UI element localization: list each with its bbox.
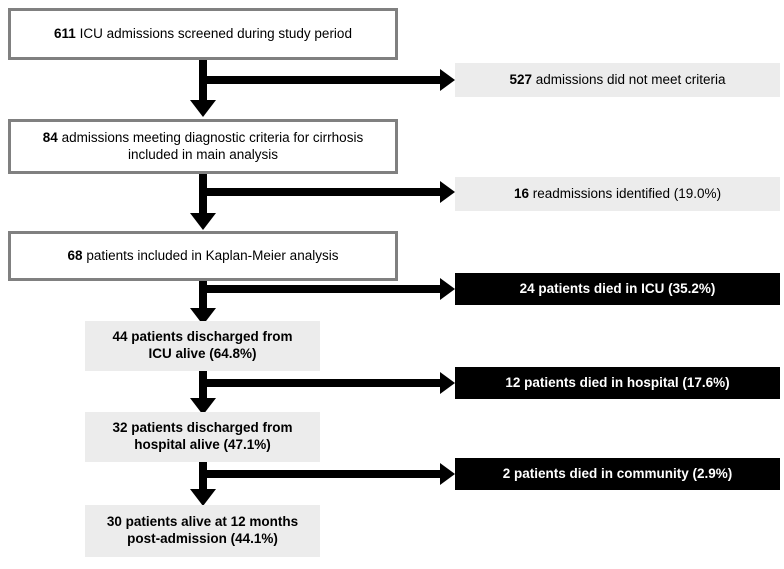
node-included-label: 84 admissions meeting diagnostic criteri… <box>35 130 371 164</box>
node-alive-12-months-line1: 30 patients alive at 12 months <box>106 514 299 530</box>
side-box-not-met-count: 527 <box>509 71 532 87</box>
connector-arrowhead-right-5 <box>440 463 455 485</box>
connector-stem-3 <box>199 281 207 313</box>
node-kaplan-meier-label: 68 patients included in Kaplan-Meier ana… <box>60 248 347 265</box>
node-screened-count: 611 <box>54 25 76 41</box>
node-included-line2: included in main analysis <box>127 146 279 162</box>
side-box-readmissions: 16 readmissions identified (19.0%) <box>455 177 780 211</box>
connector-stem-5 <box>199 462 207 494</box>
connector-arrowhead-down-2 <box>190 213 216 230</box>
node-icu-alive-label: 44 patients discharged from ICU alive (6… <box>104 329 300 363</box>
connector-arrowhead-right-1 <box>440 69 455 91</box>
node-hospital-alive-label: 32 patients discharged from hospital ali… <box>104 420 300 454</box>
node-screened-text: ICU admissions screened during study per… <box>75 25 352 41</box>
connector-arrowhead-right-4 <box>440 372 455 394</box>
side-box-died-hospital-label: 12 patients died in hospital (17.6%) <box>505 374 730 390</box>
side-box-died-icu: 24 patients died in ICU (35.2%) <box>455 273 780 305</box>
side-box-readmissions-text: readmissions identified (19.0%) <box>528 185 722 201</box>
node-icu-alive: 44 patients discharged from ICU alive (6… <box>85 321 320 371</box>
node-icu-alive-line1: 44 patients discharged from <box>112 329 293 345</box>
connector-arrowhead-down-3 <box>190 308 216 325</box>
node-icu-alive-line2: ICU alive (64.8%) <box>148 346 257 361</box>
side-box-readmissions-label: 16 readmissions identified (19.0%) <box>506 186 729 203</box>
side-box-died-community-label: 2 patients died in community (2.9%) <box>502 465 733 481</box>
node-screened-label: 611 ICU admissions screened during study… <box>46 26 360 43</box>
node-hospital-alive-line2: hospital alive (47.1%) <box>134 437 271 452</box>
node-alive-12-months-line2: post-admission (44.1%) <box>127 531 278 546</box>
connector-branch-5 <box>199 470 442 478</box>
node-included: 84 admissions meeting diagnostic criteri… <box>8 119 398 174</box>
side-box-readmissions-count: 16 <box>513 185 529 201</box>
node-kaplan-meier: 68 patients included in Kaplan-Meier ana… <box>8 231 398 281</box>
connector-branch-4 <box>199 379 442 387</box>
node-alive-12-months: 30 patients alive at 12 months post-admi… <box>85 505 320 557</box>
side-box-not-met-text: admissions did not meet criteria <box>531 71 726 87</box>
connector-arrowhead-right-3 <box>440 278 455 300</box>
side-box-not-met-label: 527 admissions did not meet criteria <box>501 72 733 89</box>
side-box-not-met: 527 admissions did not meet criteria <box>455 63 780 97</box>
node-alive-12-months-label: 30 patients alive at 12 months post-admi… <box>99 514 306 548</box>
connector-stem-4 <box>199 371 207 403</box>
connector-branch-3 <box>199 285 442 293</box>
connector-arrowhead-right-2 <box>440 181 455 203</box>
side-box-died-hospital: 12 patients died in hospital (17.6%) <box>455 367 780 399</box>
side-box-died-community: 2 patients died in community (2.9%) <box>455 458 780 490</box>
node-screened: 611 ICU admissions screened during study… <box>8 8 398 60</box>
connector-branch-2 <box>199 188 442 196</box>
connector-arrowhead-down-1 <box>190 100 216 117</box>
node-hospital-alive-line1: 32 patients discharged from <box>112 420 293 436</box>
node-included-count: 84 <box>42 129 58 145</box>
connector-arrowhead-down-4 <box>190 398 216 415</box>
side-box-died-icu-label: 24 patients died in ICU (35.2%) <box>519 280 716 296</box>
node-kaplan-meier-text: patients included in Kaplan-Meier analys… <box>82 247 339 263</box>
node-included-line1: admissions meeting diagnostic criteria f… <box>57 129 364 145</box>
connector-arrowhead-down-5 <box>190 489 216 506</box>
connector-branch-1 <box>199 76 442 84</box>
node-hospital-alive: 32 patients discharged from hospital ali… <box>85 412 320 462</box>
node-kaplan-meier-count: 68 <box>67 247 83 263</box>
